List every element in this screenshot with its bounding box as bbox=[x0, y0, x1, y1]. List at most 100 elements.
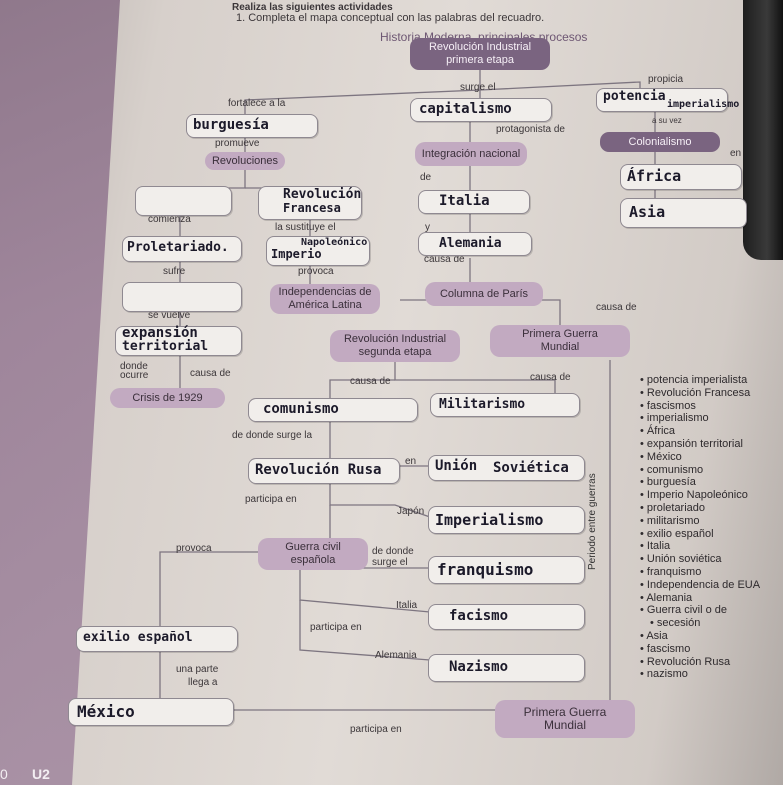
answer-box-mexico[interactable]: México bbox=[68, 698, 234, 726]
answer-box-union-sovietica[interactable]: Unión Soviética bbox=[428, 455, 585, 481]
word-bank-item: Italia bbox=[640, 540, 760, 553]
answer-box-italia[interactable]: Italia bbox=[418, 190, 530, 214]
node-rev2-line1: Revolución Industrial bbox=[343, 333, 447, 345]
answer-exilio: exilio español bbox=[83, 630, 193, 645]
answer-franquismo: franquismo bbox=[437, 560, 534, 579]
answer-proletariado: Proletariado. bbox=[127, 240, 229, 255]
word-bank-item: fascismos bbox=[640, 400, 760, 413]
node-pg2-line1: Primera Guerra bbox=[523, 705, 607, 719]
answer-box-expansion[interactable]: expansión territorial bbox=[115, 325, 242, 356]
connector-causa-de-4: causa de bbox=[350, 376, 391, 387]
connector-italia: Italia bbox=[396, 600, 418, 611]
node-integracion-nacional: Integración nacional bbox=[415, 142, 527, 166]
answer-burguesia: burguesía bbox=[193, 117, 269, 133]
connector-participa-en-2: participa en bbox=[310, 622, 362, 633]
main-node-line1: Revolución Industrial bbox=[428, 41, 532, 53]
node-guerra-line2: española bbox=[290, 554, 336, 566]
node-independencias-line1: Independencias de bbox=[278, 286, 372, 298]
connector-promueve: promueve bbox=[215, 138, 260, 149]
answer-expansion: expansión bbox=[122, 325, 198, 341]
answer-imperialismo: imperialismo bbox=[667, 99, 740, 110]
unit-label: U2 bbox=[32, 766, 50, 782]
connector-se-vuelve: se vuelve bbox=[148, 310, 191, 321]
node-guerra-civil: Guerra civil española bbox=[258, 538, 368, 570]
word-bank-item: franquismo bbox=[640, 566, 760, 579]
word-bank-item: fascismo bbox=[640, 643, 760, 656]
answer-box-proletariado[interactable]: Proletariado. bbox=[122, 236, 242, 262]
answer-imperio: Imperio bbox=[271, 247, 322, 261]
connector-en-2: en bbox=[405, 456, 417, 467]
answer-box-militarismo[interactable]: Militarismo bbox=[430, 393, 580, 417]
connector-provoca: provoca bbox=[298, 266, 334, 277]
answer-italia: Italia bbox=[439, 193, 490, 209]
word-bank: potencia imperialista Revolución Frances… bbox=[640, 374, 760, 681]
word-bank-item: Alemania bbox=[640, 592, 760, 605]
connector-llega-a: llega a bbox=[188, 677, 218, 688]
answer-box-africa[interactable]: África bbox=[620, 164, 742, 190]
word-bank-item: México bbox=[640, 451, 760, 464]
vertical-label-periodo: Periodo entre guerras bbox=[587, 473, 598, 570]
connector-surge-el: surge el bbox=[460, 82, 496, 93]
answer-box-potencia[interactable]: potencia imperialismo bbox=[596, 88, 739, 112]
word-bank-item: Asia bbox=[640, 630, 760, 643]
word-bank-item: imperialismo bbox=[640, 412, 760, 425]
answer-sovietica: Soviética bbox=[493, 460, 569, 476]
answer-potencia: potencia bbox=[603, 89, 666, 104]
answer-revolucion: Revolución bbox=[283, 187, 362, 202]
answer-asia: Asia bbox=[629, 203, 666, 221]
answer-facismo: facismo bbox=[449, 608, 509, 624]
answer-box-nazismo[interactable]: Nazismo bbox=[428, 654, 585, 682]
node-pg1-line2: Mundial bbox=[540, 341, 580, 353]
word-bank-item: exilio español bbox=[640, 528, 760, 541]
answer-box-exilio[interactable]: exilio español bbox=[76, 626, 238, 652]
connector-una-parte: una parte bbox=[176, 664, 219, 675]
node-independencias: Independencias de América Latina bbox=[270, 284, 380, 314]
answer-box-burguesia[interactable]: burguesía bbox=[186, 114, 318, 138]
word-bank-item: Revolución Rusa bbox=[640, 656, 760, 669]
answer-alemania: Alemania bbox=[439, 236, 502, 251]
answer-box-imperio-napoleonico[interactable]: Napoleónico Imperio bbox=[266, 236, 370, 266]
connector-fortalece: fortalece a la bbox=[228, 98, 286, 109]
node-revoluciones: Revoluciones bbox=[205, 152, 285, 170]
answer-box-imperialismo-japon[interactable]: Imperialismo bbox=[428, 506, 585, 534]
node-rev2-line2: segunda etapa bbox=[358, 346, 432, 358]
node-revolucion-industrial-segunda: Revolución Industrial segunda etapa bbox=[330, 330, 460, 362]
connector-y: y bbox=[425, 222, 430, 233]
answer-mexico: México bbox=[77, 702, 135, 721]
answer-box-blank-2[interactable] bbox=[122, 282, 242, 312]
answer-box-alemania[interactable]: Alemania bbox=[418, 232, 532, 256]
answer-box-facismo[interactable]: facismo bbox=[428, 604, 585, 630]
answer-nazismo: Nazismo bbox=[449, 659, 509, 675]
answer-comunismo: comunismo bbox=[263, 401, 339, 417]
connector-en: en bbox=[730, 148, 742, 159]
answer-box-comunismo[interactable]: comunismo bbox=[248, 398, 418, 422]
task-instruction: 1. Completa el mapa conceptual con las p… bbox=[236, 12, 545, 24]
connector-comienza: comienza bbox=[148, 214, 191, 225]
answer-box-franquismo[interactable]: franquismo bbox=[428, 556, 585, 584]
connector-propicia: propicia bbox=[648, 74, 684, 85]
answer-box-blank-1[interactable] bbox=[135, 186, 232, 216]
node-columna-de-paris: Columna de París bbox=[425, 282, 543, 306]
connector-causa-de-1: causa de bbox=[424, 254, 465, 265]
connector-alemania: Alemania bbox=[375, 650, 417, 661]
connector-participa-en: participa en bbox=[245, 494, 297, 505]
node-pg2-line2: Mundial bbox=[543, 718, 587, 732]
word-bank-item: Guerra civil o de bbox=[640, 604, 760, 617]
answer-africa: África bbox=[627, 167, 682, 185]
word-bank-item: Independencia de EUA bbox=[640, 579, 760, 592]
answer-box-asia[interactable]: Asia bbox=[620, 198, 747, 228]
answer-box-revolucion-francesa[interactable]: Revolución Francesa bbox=[258, 186, 362, 220]
word-bank-item: expansión territorial bbox=[640, 438, 760, 451]
answer-box-revolucion-rusa[interactable]: Revolución Rusa bbox=[248, 458, 400, 484]
answer-box-capitalismo[interactable]: capitalismo bbox=[410, 98, 552, 122]
node-primera-guerra-1: Primera Guerra Mundial bbox=[490, 325, 630, 357]
connector-a-su-vez: a su vez bbox=[652, 116, 682, 125]
word-bank-item: comunismo bbox=[640, 464, 760, 477]
answer-napoleonico: Napoleónico bbox=[301, 237, 368, 248]
connector-causa-de-5: causa de bbox=[530, 372, 571, 383]
word-bank-item: nazismo bbox=[640, 668, 760, 681]
connector-sufre: sufre bbox=[163, 266, 186, 277]
word-bank-item: Unión soviética bbox=[640, 553, 760, 566]
word-bank-item-continued: secesión bbox=[640, 617, 760, 630]
